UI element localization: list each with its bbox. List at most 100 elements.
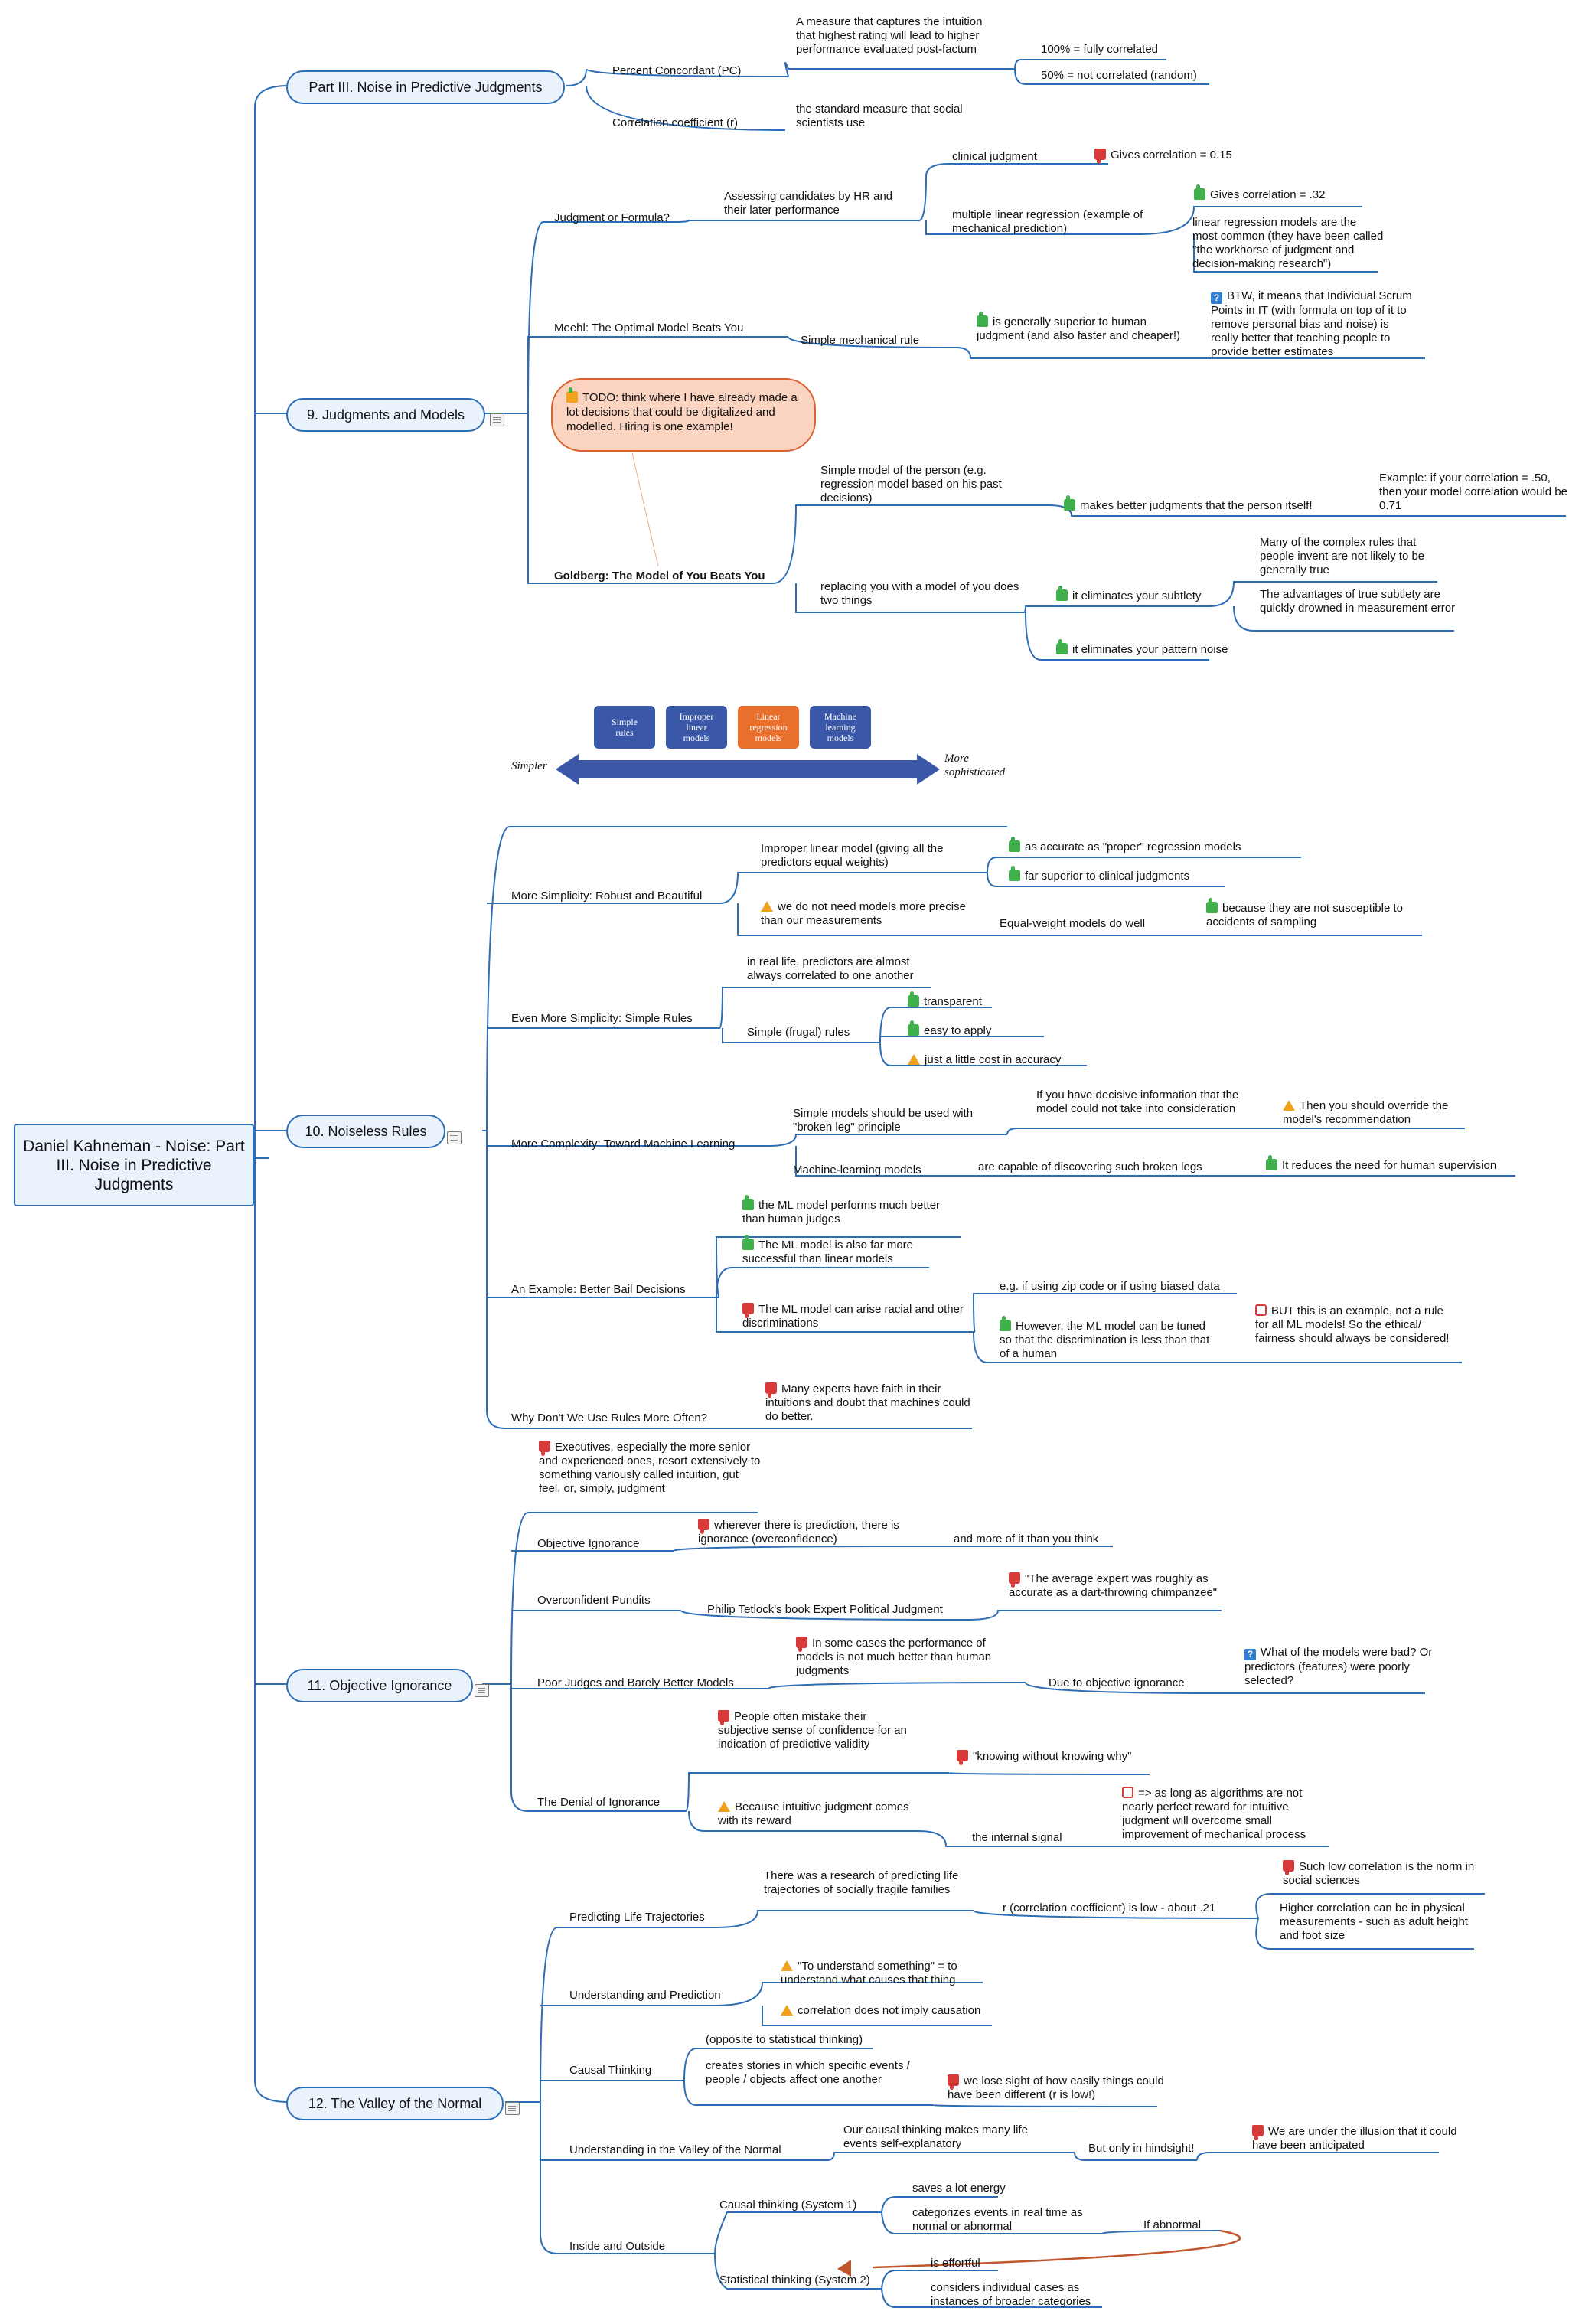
node-pattern[interactable]: it eliminates your pattern noise [1056, 639, 1228, 657]
topic-ch12[interactable]: 12. The Valley of the Normal [286, 2087, 504, 2120]
node-lose-sight[interactable]: we lose sight of how easily things could… [948, 2074, 1164, 2101]
node-pundits[interactable]: Overconfident Pundits [537, 1594, 651, 1607]
node-superior[interactable]: is generally superior to human judgment … [977, 312, 1180, 342]
node-objective-ignorance[interactable]: Objective Ignorance [537, 1537, 640, 1550]
node-denial[interactable]: The Denial of Ignorance [537, 1796, 661, 1809]
node-considers[interactable]: considers individual cases as instances … [931, 2281, 1091, 2308]
node-judgment-formula[interactable]: Judgment or Formula? [554, 211, 670, 224]
node-illusion[interactable]: We are under the illusion that it could … [1252, 2125, 1457, 2152]
node-subtlety[interactable]: it eliminates your subtlety [1056, 586, 1201, 603]
node-btw[interactable]: ?BTW, it means that Individual Scrum Poi… [1211, 289, 1412, 358]
node-pc-100[interactable]: 100% = fully correlated [1041, 43, 1159, 56]
node-ml-better[interactable]: the ML model performs much better than h… [742, 1195, 941, 1226]
node-effortful[interactable]: is effortful [931, 2257, 980, 2270]
node-valley[interactable]: Understanding in the Valley of the Norma… [569, 2143, 781, 2156]
node-r-desc[interactable]: the standard measure that social scienti… [796, 103, 963, 129]
node-reduces[interactable]: It reduces the need for human supervisio… [1266, 1155, 1496, 1173]
node-more-complexity[interactable]: More Complexity: Toward Machine Learning [511, 1138, 736, 1151]
node-energy[interactable]: saves a lot energy [912, 2182, 1006, 2195]
node-chimp[interactable]: "The average expert was roughly as accur… [1009, 1572, 1218, 1599]
node-tuned[interactable]: However, the ML model can be tuned so th… [1000, 1316, 1210, 1360]
node-advantages[interactable]: The advantages of true subtlety are quic… [1260, 588, 1456, 615]
node-categorizes[interactable]: categorizes events in real time as norma… [912, 2206, 1083, 2233]
node-sys1[interactable]: Causal thinking (System 1) [719, 2198, 857, 2211]
node-ethical[interactable]: BUT this is an example, not a rule for a… [1255, 1304, 1450, 1345]
root-topic[interactable]: Daniel Kahneman - Noise: Part III. Noise… [14, 1124, 254, 1206]
node-pc-50[interactable]: 50% = not correlated (random) [1041, 69, 1197, 82]
node-tetlock[interactable]: Philip Tetlock's book Expert Political J… [707, 1603, 943, 1616]
node-improper[interactable]: Improper linear model (giving all the pr… [761, 842, 944, 869]
node-inside[interactable]: Inside and Outside [569, 2240, 666, 2253]
node-bail[interactable]: An Example: Better Bail Decisions [511, 1283, 686, 1296]
node-to-understand[interactable]: "To understand something" = to understan… [781, 1960, 957, 1986]
node-easy[interactable]: easy to apply [908, 1020, 991, 1038]
node-due[interactable]: Due to objective ignorance [1049, 1676, 1185, 1689]
node-cost[interactable]: just a little cost in accuracy [908, 1053, 1061, 1067]
node-executives[interactable]: Executives, especially the more senior a… [539, 1441, 761, 1495]
node-mlr-corr[interactable]: Gives correlation = .32 [1194, 184, 1326, 202]
node-decisive[interactable]: If you have decisive information that th… [1036, 1089, 1239, 1115]
node-as-long[interactable]: => as long as algorithms are not nearly … [1122, 1787, 1306, 1841]
node-assessing[interactable]: Assessing candidates by HR and their lat… [724, 190, 893, 217]
node-transparent[interactable]: transparent [908, 991, 982, 1009]
node-ml-models[interactable]: Machine-learning models [793, 1164, 921, 1177]
node-because[interactable]: Because intuitive judgment comes with it… [718, 1800, 909, 1827]
node-pc-desc[interactable]: A measure that captures the intuition th… [796, 15, 983, 56]
node-precise[interactable]: we do not need models more precise than … [761, 900, 966, 927]
node-accurate[interactable]: as accurate as "proper" regression model… [1009, 837, 1241, 854]
node-even-more[interactable]: Even More Simplicity: Simple Rules [511, 1012, 693, 1025]
node-signal[interactable]: the internal signal [972, 1831, 1062, 1844]
node-example[interactable]: Example: if your correlation = .50, then… [1379, 472, 1567, 512]
node-abnormal[interactable]: If abnormal [1143, 2218, 1202, 2231]
node-opposite[interactable]: (opposite to statistical thinking) [706, 2033, 863, 2046]
node-causation[interactable]: correlation does not imply causation [781, 2004, 980, 2018]
node-more-simplicity[interactable]: More Simplicity: Robust and Beautiful [511, 889, 703, 903]
node-meehl[interactable]: Meehl: The Optimal Model Beats You [554, 322, 744, 335]
node-some-cases[interactable]: In some cases the performance of models … [796, 1637, 992, 1677]
topic-ch10[interactable]: 10. Noiseless Rules [286, 1115, 445, 1148]
node-sampling[interactable]: because they are not susceptible to acci… [1206, 898, 1403, 929]
node-clinical-corr[interactable]: Gives correlation = 0.15 [1094, 149, 1232, 164]
node-goldberg[interactable]: Goldberg: The Model of You Beats You [554, 570, 765, 583]
node-clinical[interactable]: clinical judgment [952, 150, 1037, 163]
node-ml-linear[interactable]: The ML model is also far more successful… [742, 1235, 914, 1265]
node-explanatory[interactable]: Our causal thinking makes many life even… [843, 2123, 1028, 2150]
node-why[interactable]: Why Don't We Use Rules More Often? [511, 1412, 708, 1425]
node-rlow[interactable]: r (correlation coefficient) is low - abo… [1003, 1901, 1216, 1914]
todo-note[interactable]: TODO: think where I have already made a … [551, 378, 816, 452]
node-replacing[interactable]: replacing you with a model of you does t… [820, 580, 1019, 607]
node-poor-judges[interactable]: Poor Judges and Barely Better Models [537, 1676, 734, 1689]
node-real-life[interactable]: in real life, predictors are almost alwa… [747, 955, 914, 982]
node-faith[interactable]: Many experts have faith in their intuiti… [765, 1382, 970, 1423]
node-sys2[interactable]: Statistical thinking (System 2) [719, 2273, 870, 2286]
node-pc[interactable]: Percent Concordant (PC) [612, 64, 742, 77]
node-equal[interactable]: Equal-weight models do well [1000, 917, 1146, 930]
node-simple-model[interactable]: Simple model of the person (e.g. regress… [820, 464, 1002, 504]
node-override[interactable]: Then you should override the model's rec… [1283, 1099, 1449, 1126]
node-simple-rule[interactable]: Simple mechanical rule [801, 334, 920, 347]
node-more-of[interactable]: and more of it than you think [954, 1532, 1099, 1546]
node-complex-rules[interactable]: Many of the complex rules that people in… [1260, 536, 1425, 576]
node-research[interactable]: There was a research of predicting life … [764, 1869, 959, 1896]
node-knowing[interactable]: "knowing without knowing why" [957, 1750, 1131, 1765]
node-what-models[interactable]: ?What of the models were bad? Or predict… [1244, 1646, 1433, 1687]
node-uap[interactable]: Understanding and Prediction [569, 1989, 721, 2002]
node-mistake[interactable]: People often mistake their subjective se… [718, 1710, 907, 1751]
node-frugal[interactable]: Simple (frugal) rules [747, 1026, 850, 1039]
node-stories[interactable]: creates stories in which specific events… [706, 2059, 910, 2086]
node-ml-racial[interactable]: The ML model can arise racial and other … [742, 1303, 964, 1330]
node-broken-leg[interactable]: Simple models should be used with "broke… [793, 1107, 974, 1134]
topic-ch9[interactable]: 9. Judgments and Models [286, 398, 485, 432]
node-mlr-common[interactable]: linear regression models are the most co… [1192, 216, 1384, 270]
node-zip[interactable]: e.g. if using zip code or if using biase… [1000, 1280, 1220, 1293]
node-wherever[interactable]: wherever there is prediction, there is i… [698, 1519, 899, 1546]
node-such-low[interactable]: Such low correlation is the norm in soci… [1283, 1860, 1475, 1887]
node-better[interactable]: makes better judgments that the person i… [1064, 495, 1313, 513]
node-causal[interactable]: Causal Thinking [569, 2064, 652, 2077]
node-higher[interactable]: Higher correlation can be in physical me… [1280, 1901, 1468, 1942]
node-mlr[interactable]: multiple linear regression (example of m… [952, 208, 1143, 235]
node-discover[interactable]: are capable of discovering such broken l… [978, 1160, 1202, 1173]
node-hindsight[interactable]: But only in hindsight! [1088, 2142, 1195, 2155]
topic-ch11[interactable]: 11. Objective Ignorance [286, 1669, 473, 1702]
node-r[interactable]: Correlation coefficient (r) [612, 116, 738, 129]
